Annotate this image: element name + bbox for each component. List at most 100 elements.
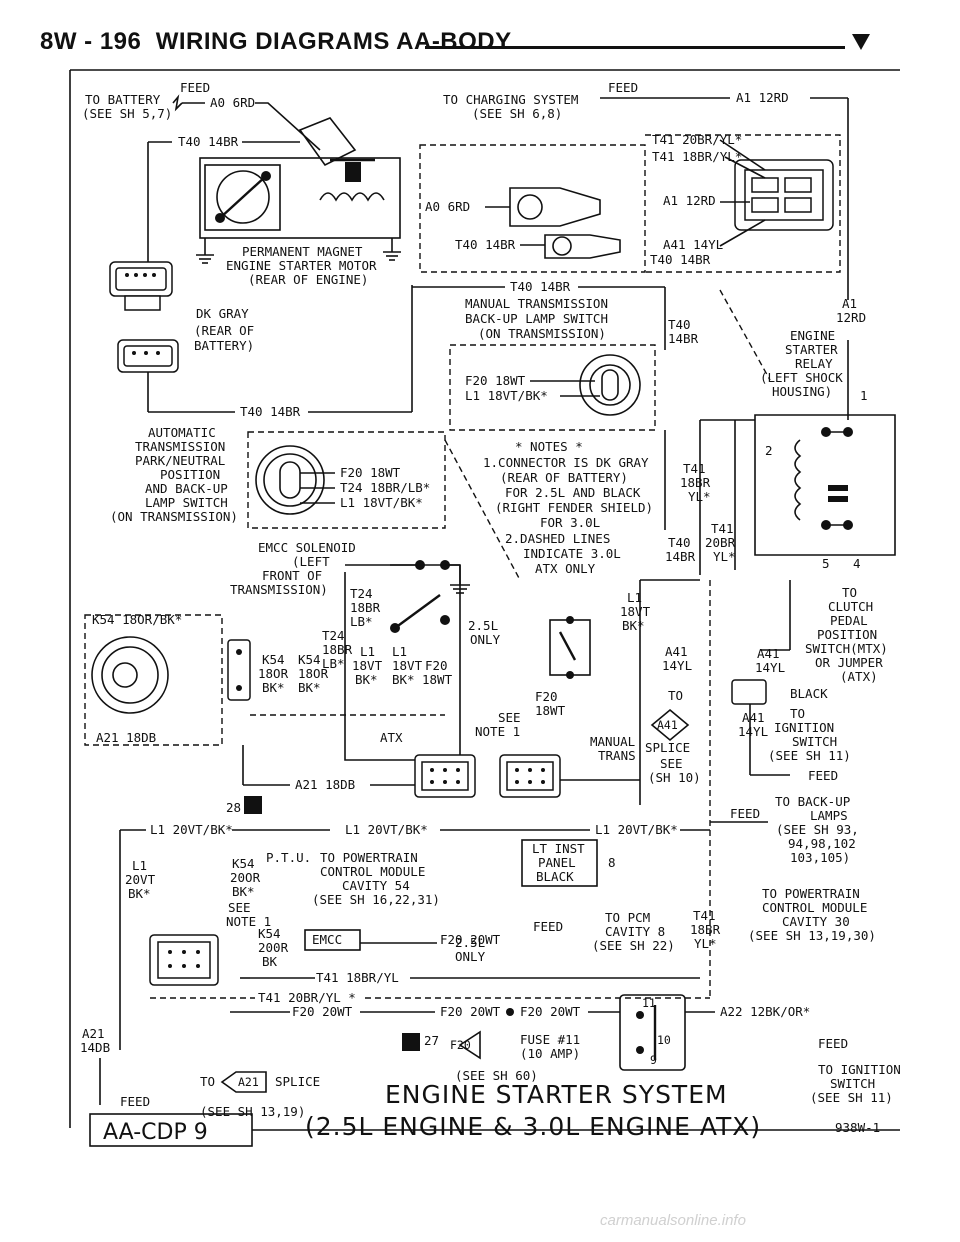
twenty-vt-label: 20VT (125, 872, 156, 887)
feed-label-pcm: FEED (533, 919, 563, 934)
see-sh-13-19-label: (SEE SH 13,19) (200, 1104, 305, 1119)
emcc-label-4: TRANSMISSION) (230, 582, 328, 597)
bk-star-label-l1: BK* (355, 672, 378, 687)
note2-line3: ATX ONLY (535, 561, 596, 576)
k54-label-a: K54 (262, 652, 285, 667)
feed-label-a22: FEED (818, 1036, 848, 1051)
eighteen-wt-label-a: 18WT (422, 672, 453, 687)
a21-18db-label-left: A21 18DB (96, 730, 156, 745)
motor-label-2: ENGINE STARTER MOTOR (226, 258, 377, 273)
lt-inst-label-3: BLACK (536, 869, 574, 884)
t41-20br-yl-label-b: T41 20BR/YL * (258, 990, 356, 1005)
a0-6rd-label-block: A0 6RD (425, 199, 470, 214)
two-5l-label-b: 2.5L (455, 935, 485, 950)
mtx-label-1: MANUAL TRANSMISSION (465, 296, 608, 311)
fourteen-db-label: 14DB (80, 1040, 110, 1055)
connector-28-icon (244, 796, 262, 814)
bk-label-bottom: BK (262, 954, 278, 969)
motor-label-1: PERMANENT MAGNET (242, 244, 363, 259)
auto-label-3: PARK/NEUTRAL (135, 453, 225, 468)
see-sh-5-7-label: (SEE SH 5,7) (82, 106, 172, 121)
feed-label-battery: FEED (180, 80, 210, 95)
t41-18br-yl-label-b: T41 18BR/YL (316, 970, 399, 985)
cavity-11-label: 11 (642, 996, 656, 1010)
note2-line1: 2.DASHED LINES (505, 531, 610, 546)
f20-18wt-label-atx: F20 18WT (340, 465, 401, 480)
bk-star-label-a: BK* (262, 680, 285, 695)
watermark: carmanualsonline.info (600, 1212, 746, 1229)
relay-pin-1: 1 (860, 388, 868, 403)
yl-star-label-b: YL* (713, 549, 736, 564)
ign-label-3: SWITCH (792, 734, 837, 749)
auto-label-1: AUTOMATIC (148, 425, 216, 440)
relay-connector-top: T41 20BR/YL* T41 18BR/YL* A1 12RD A41 14… (645, 132, 841, 273)
emcc-label-1: EMCC SOLENOID (258, 540, 356, 555)
backup-label-1: TO BACK-UP (775, 794, 850, 809)
k54-18or-bk-label: K54 18OR/BK* (92, 612, 182, 627)
l1-label-col: L1 (627, 590, 642, 605)
a0-6rd-label: A0 6RD (210, 95, 255, 110)
fourteen-br-label-c: 14BR (665, 549, 696, 564)
see-sh-60-label: (SEE SH 60) (455, 1068, 538, 1083)
backup-label-4: 94,98,102 (788, 836, 856, 851)
t40-wire-top: T40 14BR (147, 134, 300, 262)
pcm30-label-4: (SEE SH 13,19,30) (748, 928, 876, 943)
a1-12rd-label-mid: A1 12RD (663, 193, 716, 208)
a21-badge-label: A21 (238, 1075, 259, 1089)
battery-label: BATTERY) (194, 338, 254, 353)
eighteen-wt-label-mtx: 18WT (535, 703, 566, 718)
see-sh-10-label: (SH 10) (648, 770, 701, 785)
title-line-1: ENGINE STARTER SYSTEM (385, 1080, 728, 1109)
fuse-label-2: (10 AMP) (520, 1046, 580, 1061)
pcm30-label-1: TO POWERTRAIN (762, 886, 860, 901)
note2-line2: INDICATE 3.0L (523, 546, 621, 561)
connector-28-label: 28 (226, 800, 241, 815)
eighteen-br-label-a: 18BR (680, 475, 711, 490)
backup-label-2: LAMPS (810, 808, 848, 823)
dk-gray-label: DK GRAY (196, 306, 249, 321)
a41-badge-label: A41 (657, 718, 678, 732)
f20-20wt-label-a: F20 20WT (440, 932, 501, 947)
bk-star-label-vert: BK* (128, 886, 151, 901)
feed-label-backup: FEED (730, 806, 760, 821)
feed-label-ign: FEED (808, 768, 838, 783)
atx-park-neutral-switch: AUTOMATIC TRANSMISSION PARK/NEUTRAL POSI… (110, 425, 446, 529)
k54-200r-label: 200R (258, 940, 289, 955)
cavity-9-label: 9 (650, 1053, 657, 1067)
eighteen-vt-label-a: 18VT (352, 658, 383, 673)
note-1-label-pcm: NOTE 1 (226, 914, 271, 929)
title-line-2: (2.5L ENGINE & 3.0L ENGINE ATX) (305, 1112, 761, 1141)
auto-label-7: (ON TRANSMISSION) (110, 509, 238, 524)
to-charging-label: TO CHARGING SYSTEM (443, 92, 578, 107)
backup-label-5: 103,105) (790, 850, 850, 865)
clutch-label-1: TO (842, 585, 857, 600)
rear-of-label: (REAR OF (194, 323, 254, 338)
a41-splice: L1 18VT BK* A41 14YL TO A41 SPLICE SEE (… (620, 580, 711, 1000)
a22-label: A22 12BK/OR* (720, 1004, 810, 1019)
auto-label-4: POSITION (160, 467, 220, 482)
k54-label-pcm: K54 (232, 856, 255, 871)
eighteen-or-label-a: 18OR (258, 666, 289, 681)
fourteen-yl-label-col: 14YL (662, 658, 692, 673)
t24-label: T24 (350, 586, 373, 601)
bk-star-label-l1b: BK* (392, 672, 415, 687)
housing-label: HOUSING) (772, 384, 832, 399)
t40-label-c: T40 (668, 535, 691, 550)
twenty-or-label: 20OR (230, 870, 261, 885)
to-label-col: TO (668, 688, 683, 703)
starter-relay: A1 12RD ENGINE STARTER RELAY (LEFT SHOCK… (719, 289, 896, 571)
t41-20br-yl-label: T41 20BR/YL* (652, 132, 742, 147)
l1-bus: L1 20VT/BK* L1 20VT/BK* L1 20VT/BK* L1 2… (119, 822, 710, 1050)
t40-vertical-label: T40 (668, 317, 691, 332)
t41-18br-yl-label: T41 18BR/YL* (652, 149, 742, 164)
bk-star-label-col: BK* (622, 618, 645, 633)
relay-pin-5: 5 (822, 556, 830, 571)
auto-label-2: TRANSMISSION (135, 439, 225, 454)
lt-inst-label-1: LT INST (532, 841, 585, 856)
see-sh-6-8-label: (SEE SH 6,8) (472, 106, 562, 121)
manual-label: MANUAL (590, 734, 635, 749)
relay-pin-4: 4 (853, 556, 861, 571)
l1-label-a: L1 (360, 644, 375, 659)
k54-label-b: K54 (298, 652, 321, 667)
a41-label-ign: A41 (742, 710, 765, 725)
